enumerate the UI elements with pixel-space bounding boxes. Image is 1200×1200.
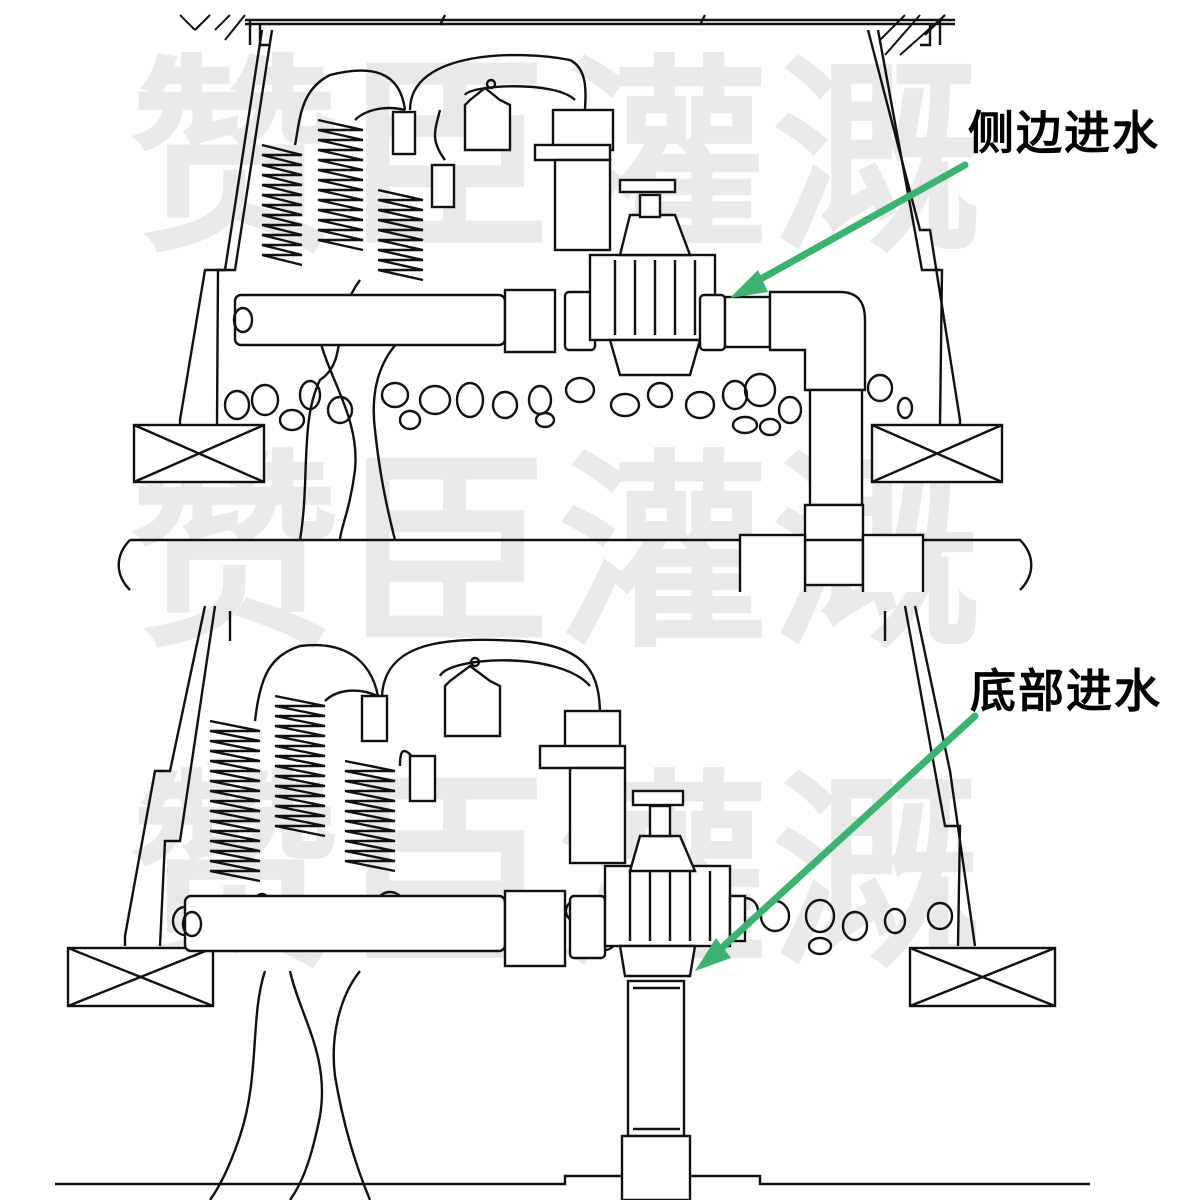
panel-side-inlet: 侧边进水 — [0, 0, 1200, 592]
valve-box-lid — [245, 14, 955, 47]
inlet-arrow — [730, 161, 969, 298]
base-block-right — [870, 423, 1004, 484]
solenoid — [533, 108, 615, 252]
main-pipe — [181, 889, 607, 968]
connector-box-1 — [360, 694, 389, 743]
ground-pipe — [55, 1174, 1090, 1186]
wire-coil-3 — [344, 759, 396, 873]
tag-label — [443, 664, 502, 738]
inlet-arrow — [695, 712, 979, 971]
control-wires — [293, 53, 587, 541]
side-inlet-diagram — [117, 14, 1033, 592]
valve-box-walls — [178, 29, 962, 426]
valve-body — [588, 178, 717, 377]
main-pipe — [232, 288, 597, 354]
side-inlet-label: 侧边进水 — [968, 106, 1160, 160]
bottom-inlet-diagram — [55, 605, 1090, 1200]
tag-ring — [485, 78, 497, 90]
panel-bottom-inlet: 底部进水 — [0, 596, 1200, 1200]
base-block-left — [66, 946, 215, 1008]
wire-coil-1 — [261, 143, 303, 267]
base-block-right — [908, 946, 1057, 1008]
connector-box-2 — [408, 754, 437, 803]
ground-pipe — [117, 533, 1033, 592]
bottom-inlet-label: 底部进水 — [970, 664, 1162, 718]
connector-box-2 — [430, 163, 456, 209]
base-block-left — [132, 423, 266, 484]
wire-coil-2 — [274, 694, 326, 838]
tag-label — [463, 86, 512, 152]
soil-hatch-left — [179, 14, 246, 41]
soil-hatch-right — [879, 14, 946, 56]
control-wires — [209, 638, 602, 1200]
wire-coil-1 — [209, 719, 261, 883]
wire-coil-2 — [317, 118, 364, 252]
tag-ring — [469, 656, 481, 668]
bottom-inlet-riser — [620, 979, 692, 1200]
valve-box-walls — [123, 605, 977, 947]
wire-coil-3 — [377, 188, 424, 282]
connector-box-1 — [391, 110, 417, 156]
solenoid — [538, 709, 627, 865]
valve-body — [603, 789, 747, 978]
